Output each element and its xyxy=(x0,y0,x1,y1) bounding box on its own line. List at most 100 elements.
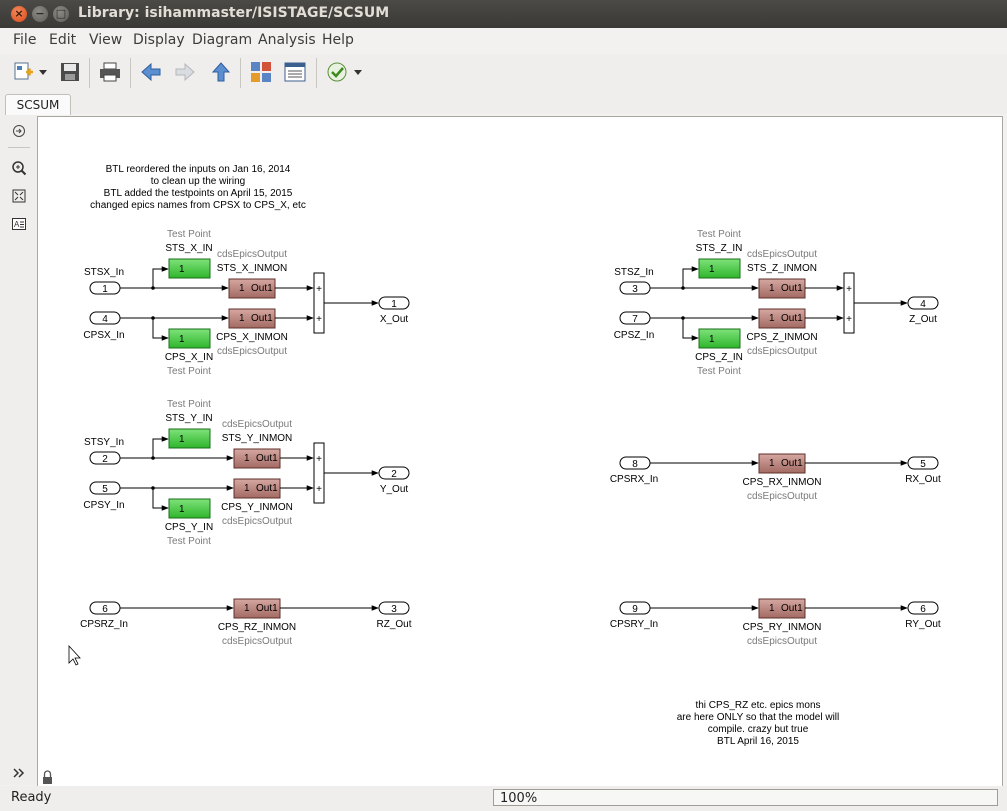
outport-x[interactable] xyxy=(378,296,410,310)
menu-view[interactable]: View xyxy=(89,32,123,48)
outport-number: 1 xyxy=(391,299,397,310)
signal-line xyxy=(152,318,169,341)
testpoint-port: 1 xyxy=(179,434,185,445)
status-text: Ready xyxy=(11,790,52,805)
branch-point xyxy=(151,316,155,320)
z-group: 3 STSZ_In 7 CPSZ_In Test Point STS_Z_IN … xyxy=(614,229,939,377)
chevron-down-icon[interactable] xyxy=(351,60,365,84)
note-line: to clean up the wiring xyxy=(151,176,246,187)
hide-browser-icon[interactable] xyxy=(11,123,27,139)
note-line: changed epics names from CPSX to CPS_X, … xyxy=(90,200,306,211)
menu-analysis[interactable]: Analysis xyxy=(258,32,316,48)
palette-separator xyxy=(8,147,30,148)
outport-y[interactable] xyxy=(378,466,410,480)
outport-label: X_Out xyxy=(380,314,409,325)
inport-number: 5 xyxy=(102,484,108,495)
testpoint-block[interactable] xyxy=(168,428,211,449)
zoom-icon[interactable] xyxy=(11,160,27,176)
window-close-button[interactable]: × xyxy=(11,6,27,22)
x-group: 1 STSX_In 4 CPSX_In Test Point STS_X_IN … xyxy=(83,229,410,377)
testpoint-type: Test Point xyxy=(167,399,211,410)
title-bar: × − □ Library: isihammaster/ISISTAGE/SCS… xyxy=(0,0,1007,28)
inport-label: STSX_In xyxy=(84,267,124,278)
epics-label: STS_Y_INMON xyxy=(222,433,293,444)
save-icon[interactable] xyxy=(58,60,82,84)
toolbar-separator xyxy=(316,58,317,88)
testpoint-block[interactable] xyxy=(168,258,211,279)
outport-number: 3 xyxy=(391,604,397,615)
epics-type: cdsEpicsOutput xyxy=(747,491,817,502)
annotation-icon[interactable]: A xyxy=(11,216,27,232)
epics-label: CPS_Y_INMON xyxy=(221,502,293,513)
chevron-down-icon[interactable] xyxy=(36,60,50,84)
testpoint-label: STS_Y_IN xyxy=(165,413,212,424)
epics-port: 1 xyxy=(769,603,775,614)
epics-out-port: Out1 xyxy=(251,313,273,324)
outport-ry[interactable] xyxy=(907,601,939,615)
outport-rx[interactable] xyxy=(907,456,939,470)
inport-number: 4 xyxy=(102,314,108,325)
library-browser-icon[interactable] xyxy=(249,60,273,84)
print-icon[interactable] xyxy=(98,60,122,84)
forward-arrow-icon[interactable] xyxy=(173,60,197,84)
epics-port: 1 xyxy=(769,313,775,324)
fit-to-view-icon[interactable] xyxy=(11,188,27,204)
up-arrow-icon[interactable] xyxy=(209,60,233,84)
toolbar-separator xyxy=(89,58,90,88)
note-line: BTL reordered the inputs on Jan 16, 2014 xyxy=(106,164,291,175)
outport-label: RX_Out xyxy=(905,474,941,485)
epics-type: cdsEpicsOutput xyxy=(747,636,817,647)
window-minimize-button[interactable]: − xyxy=(32,6,48,22)
rx-group: 8 CPSRX_In 1 Out1 CPS_RX_INMON cdsEpicsO… xyxy=(610,453,941,502)
inport-label: CPSX_In xyxy=(83,330,124,341)
toolbar-separator xyxy=(130,58,131,88)
inport-label: CPSRX_In xyxy=(610,474,658,485)
branch-point xyxy=(681,286,685,290)
testpoint-block[interactable] xyxy=(168,498,211,519)
signal-line xyxy=(152,488,169,511)
epics-type: cdsEpicsOutput xyxy=(217,249,287,260)
testpoint-type: Test Point xyxy=(697,366,741,377)
inport-label: CPSZ_In xyxy=(614,330,655,341)
menu-diagram[interactable]: Diagram xyxy=(192,32,253,48)
tab-scsum[interactable]: SCSUM xyxy=(5,94,71,115)
block-diagram: BTL reordered the inputs on Jan 16, 2014… xyxy=(43,164,941,784)
ry-group: 9 CPSRY_In 1 Out1 CPS_RY_INMON cdsEpicsO… xyxy=(610,598,941,647)
back-arrow-icon[interactable] xyxy=(139,60,163,84)
status-bar: Ready 100% xyxy=(0,786,1007,811)
note-line: BTL added the testpoints on April 15, 20… xyxy=(104,188,293,199)
sum-sign: + xyxy=(316,284,322,295)
testpoint-port: 1 xyxy=(179,334,185,345)
annotation-top[interactable]: BTL reordered the inputs on Jan 16, 2014… xyxy=(90,164,306,211)
model-explorer-icon[interactable] xyxy=(283,60,307,84)
outport-rz[interactable] xyxy=(378,601,410,615)
testpoint-label: CPS_Y_IN xyxy=(165,522,213,533)
sum-sign: + xyxy=(316,314,322,325)
testpoint-block[interactable] xyxy=(168,328,211,349)
expand-palette-icon[interactable] xyxy=(11,765,27,781)
testpoint-label: STS_X_IN xyxy=(165,243,212,254)
testpoint-block[interactable] xyxy=(698,328,741,349)
outport-z[interactable] xyxy=(907,296,939,310)
outport-number: 6 xyxy=(920,604,926,615)
testpoint-label: CPS_X_IN xyxy=(165,352,213,363)
signal-line xyxy=(682,318,699,341)
menu-file[interactable]: File xyxy=(13,32,37,48)
annotation-bottom[interactable]: thi CPS_RZ etc. epics mons are here ONLY… xyxy=(677,700,840,747)
menu-display[interactable]: Display xyxy=(133,32,185,48)
window-maximize-button[interactable]: □ xyxy=(53,6,69,22)
outport-label: Z_Out xyxy=(909,314,937,325)
sum-sign: + xyxy=(846,284,852,295)
testpoint-block[interactable] xyxy=(698,258,741,279)
epics-out-port: Out1 xyxy=(256,453,278,464)
menu-edit[interactable]: Edit xyxy=(49,32,77,48)
outport-number: 4 xyxy=(920,299,926,310)
epics-out-port: Out1 xyxy=(256,483,278,494)
model-canvas[interactable]: BTL reordered the inputs on Jan 16, 2014… xyxy=(37,116,1003,787)
signal-line xyxy=(152,436,169,458)
check-model-icon[interactable] xyxy=(325,60,349,84)
menu-help[interactable]: Help xyxy=(322,32,354,48)
epics-label: CPS_RY_INMON xyxy=(743,622,822,633)
new-model-icon[interactable] xyxy=(12,60,36,84)
note-line: BTL April 16, 2015 xyxy=(717,736,799,747)
